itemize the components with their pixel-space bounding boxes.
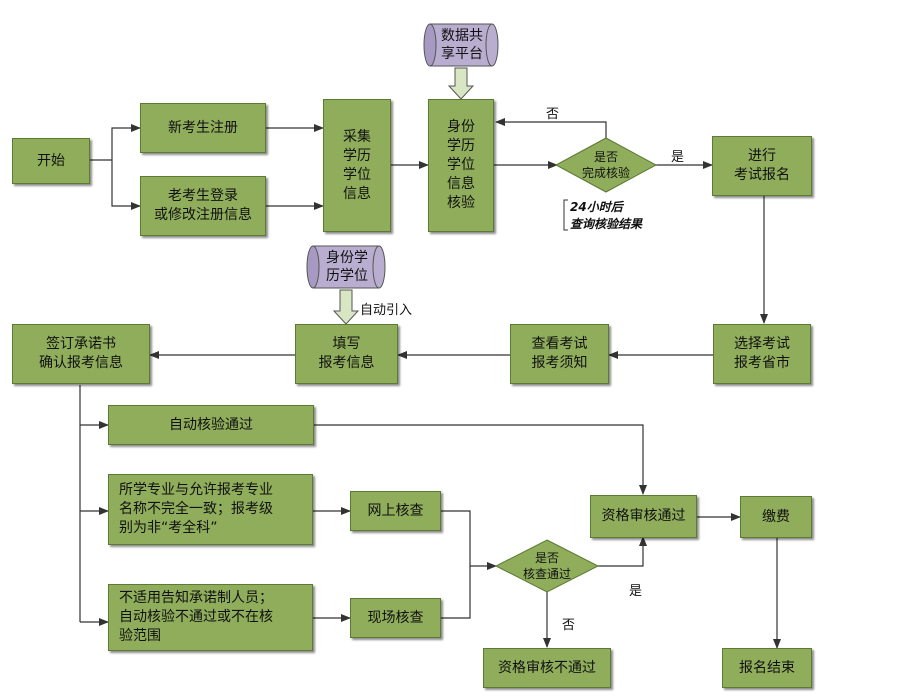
label-yes-top: 是 xyxy=(671,150,685,165)
node-qual-pass: 资格审核通过 xyxy=(590,495,697,538)
node-enter-exam-reg: 进行 考试报名 xyxy=(712,136,812,196)
node-mismatch-major: 所学专业与允许报考专业 名称不完全一致；报考级 别为非“考全科” xyxy=(108,474,313,545)
label-auto-import: 自动引入 xyxy=(360,303,413,318)
node-not-applicable: 不适用告知承诺制人员； 自动核验不通过或不在核 验范围 xyxy=(108,584,313,651)
label-yes-bottom: 是 xyxy=(629,584,643,599)
edge-to-new-register xyxy=(111,124,141,160)
decision-check-pass xyxy=(494,539,600,593)
edge-auto-to-qual-pass xyxy=(314,424,647,495)
node-sign-commitment: 签订承诺书 确认报考信息 xyxy=(12,324,150,384)
note-24h: 24小时后 查询核验结果 xyxy=(570,200,643,231)
node-select-province: 选择考试 报考省市 xyxy=(713,324,811,384)
note-bracket xyxy=(563,199,568,231)
node-payment: 缴费 xyxy=(740,496,812,538)
node-start: 开始 xyxy=(12,138,90,184)
edge-check-yes xyxy=(596,536,647,567)
edge-online-to-decision xyxy=(441,510,497,570)
decision-check-pass-label: 是否 核查通过 xyxy=(522,551,571,581)
node-collect: 采集 学历 学位 信息 xyxy=(323,99,391,232)
cylinder-share-platform xyxy=(423,23,499,67)
edge-onsite-to-decision xyxy=(441,566,471,619)
node-online-check: 网上核查 xyxy=(350,491,441,531)
node-fill-info: 填写 报考信息 xyxy=(295,324,398,384)
label-no-top: 否 xyxy=(546,107,560,122)
node-reg-end: 报名结束 xyxy=(722,648,812,688)
decision-verify-done xyxy=(554,137,658,193)
node-verify-identity: 身份 学历 学位 信息 核验 xyxy=(428,99,494,232)
node-onsite-check: 现场核查 xyxy=(350,598,441,638)
cylinder-identity-edu xyxy=(306,245,386,289)
store-share-platform-label: 数据共 享平台 xyxy=(441,28,483,62)
label-no-bottom: 否 xyxy=(562,618,576,633)
store-identity-edu-label: 身份学 历学位 xyxy=(326,250,368,284)
node-old-login: 老考生登录 或修改注册信息 xyxy=(140,176,266,236)
decision-verify-done-label: 是否 完成核验 xyxy=(581,150,630,180)
node-qual-fail: 资格审核不通过 xyxy=(483,648,611,688)
node-view-notice: 查看考试 报考须知 xyxy=(510,324,609,384)
edge-decision-no xyxy=(495,118,607,140)
block-arrow-platform xyxy=(447,67,475,100)
edge-to-old-login xyxy=(111,160,141,210)
node-auto-verify-pass: 自动核验通过 xyxy=(108,405,314,445)
node-new-register: 新考生注册 xyxy=(140,103,266,153)
block-arrow-identity xyxy=(332,289,360,325)
